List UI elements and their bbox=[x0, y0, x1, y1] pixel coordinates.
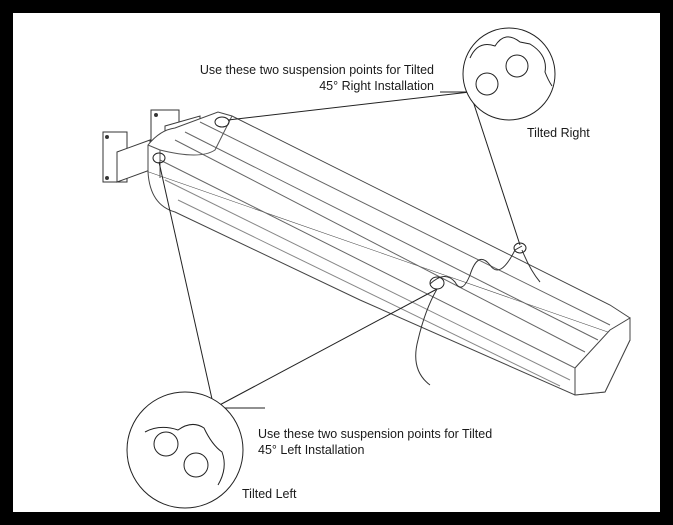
suspension-point-top-right bbox=[214, 116, 230, 128]
leader-lines-right bbox=[227, 91, 521, 246]
callout-right-line1: Use these two suspension points for Tilt… bbox=[199, 63, 434, 77]
label-tilted-right: Tilted Right bbox=[527, 126, 590, 140]
hanger-wire bbox=[415, 245, 541, 386]
callout-tilted-right: Use these two suspension points for Tilt… bbox=[150, 62, 434, 94]
label-tilted-left: Tilted Left bbox=[242, 487, 297, 501]
callout-tilted-left: Use these two suspension points for Tilt… bbox=[258, 426, 492, 458]
wall-bracket-left bbox=[102, 131, 151, 183]
suspension-point-rear bbox=[513, 242, 527, 254]
callout-right-line2: 45° Right Installation bbox=[319, 79, 434, 93]
detail-circle-tilted-left bbox=[126, 391, 244, 509]
detail-circle-tilted-right bbox=[462, 27, 556, 121]
callout-left-line2: 45° Left Installation bbox=[258, 443, 365, 457]
heater-body bbox=[147, 111, 631, 396]
callout-left-line1: Use these two suspension points for Tilt… bbox=[258, 427, 493, 441]
